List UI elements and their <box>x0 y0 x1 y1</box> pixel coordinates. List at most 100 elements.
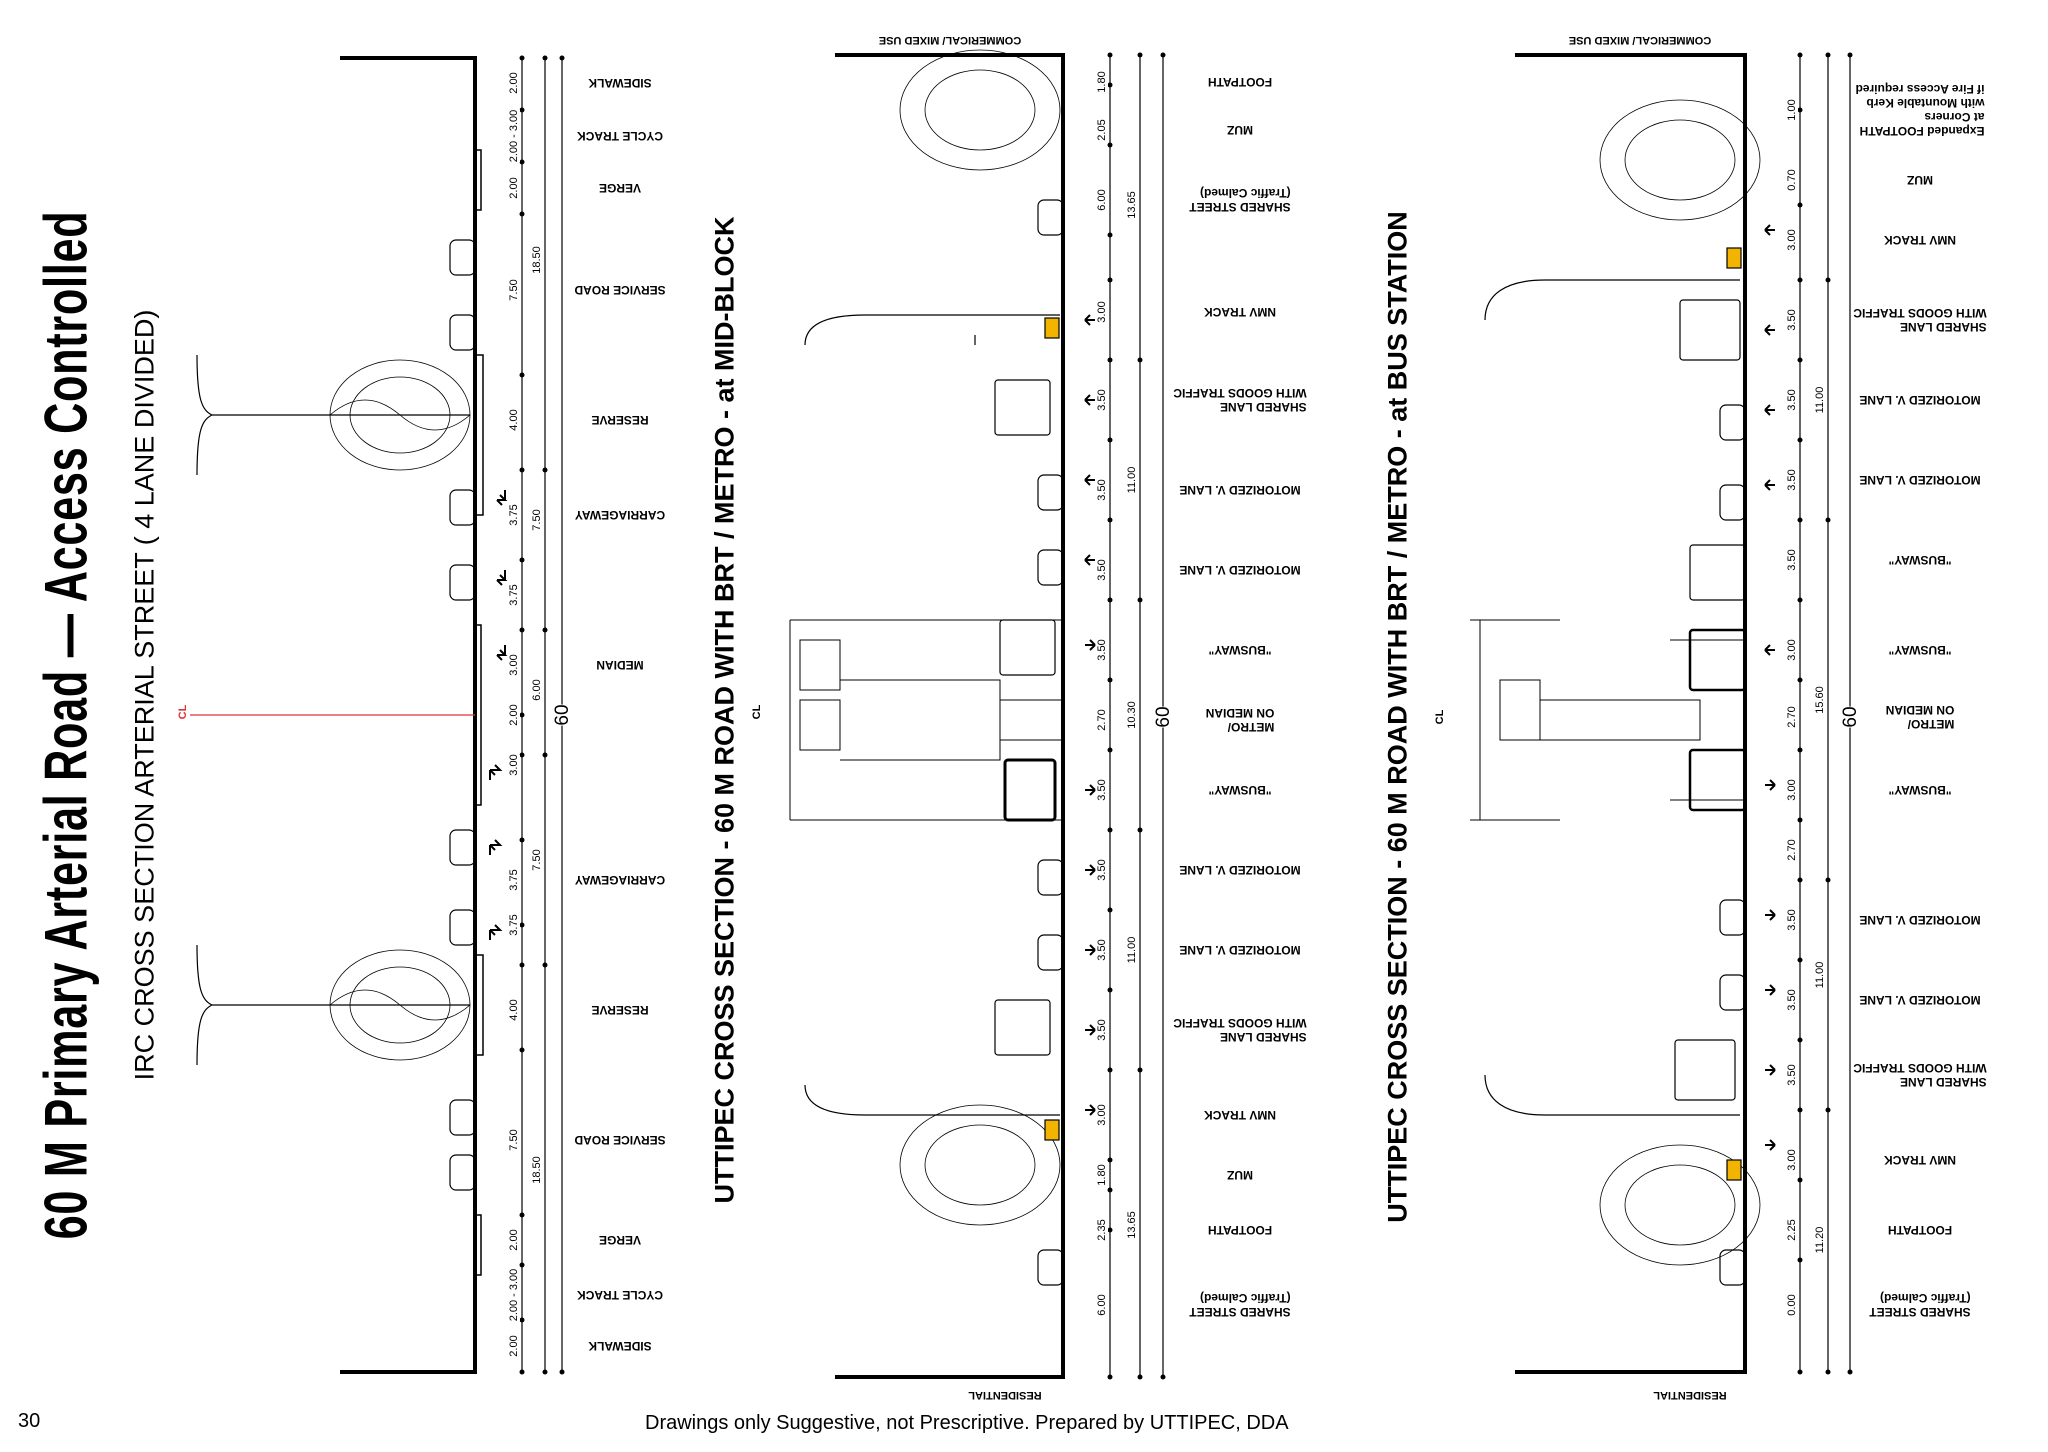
section1-zone-label: CYCLE TRACK <box>577 1288 663 1302</box>
section2-zone-width: 2.35 <box>1096 1219 1108 1241</box>
section3-top-edge-label: COMMERICAL/ MIXED USE <box>1568 34 1712 46</box>
section3-subtotal: 11.20 <box>1814 1226 1826 1254</box>
section2-zone-width: 6.00 <box>1096 189 1108 211</box>
section2-zone-label: SHARED STREET (Traffic Calmed) <box>1189 186 1291 214</box>
section1-subtotal: 7.50 <box>531 849 543 871</box>
section2-zone-label: "BUSWAY" <box>1208 643 1272 657</box>
section2-zone-width: 3.50 <box>1096 389 1108 411</box>
section1-subtotal: 7.50 <box>531 509 543 531</box>
section3-tree <box>1599 99 1761 221</box>
section3-zone-width: 3.50 <box>1786 309 1798 331</box>
section2-subtotal: 10.30 <box>1126 701 1138 729</box>
section1-zone-label: MEDIAN <box>596 658 644 672</box>
section1-zone-width: 2.00 <box>508 1335 520 1357</box>
section3-street-light <box>1484 1074 1740 1116</box>
section1-zone-label: CARRIAGEWAY <box>574 873 666 887</box>
section2-zone-width: 3.50 <box>1096 779 1108 801</box>
section3-zone-label: MOTORIZED V. LANE <box>1859 393 1981 407</box>
section2-zone-width: 3.50 <box>1096 559 1108 581</box>
section2-zone-label: SHARED LANE WITH GOODS TRAFFIC <box>1173 1016 1307 1044</box>
section2-subtotal: 13.65 <box>1126 1211 1138 1239</box>
section3-zone-width: 3.00 <box>1786 1149 1798 1171</box>
section1-title: IRC CROSS SECTION ARTERIAL STREET ( 4 LA… <box>129 309 160 1081</box>
section3-title: UTTIPEC CROSS SECTION - 60 M ROAD WITH B… <box>1382 211 1413 1223</box>
section3-subtotal: 11.00 <box>1814 386 1826 414</box>
section3-zone-label: METRO/ ON MEDIAN <box>1885 703 1955 731</box>
section3-street-light <box>1484 279 1740 321</box>
section2-zone-label: MOTORIZED V. LANE <box>1179 483 1301 497</box>
section2-top-edge-label: COMMERICAL/ MIXED USE <box>878 34 1022 46</box>
section3-dim-ticks <box>1797 52 1853 1375</box>
section3-zone-label: SHARED LANE WITH GOODS TRAFFIC <box>1853 1061 1987 1089</box>
section3-tree <box>1599 1144 1761 1266</box>
section2-zone-width: 1.80 <box>1096 71 1108 93</box>
section2-subtotal: 13.65 <box>1126 191 1138 219</box>
section2-zone-label: MOTORIZED V. LANE <box>1179 563 1301 577</box>
section1-zone-label: SERVICE ROAD <box>574 283 666 297</box>
section2-zone-width: 2.70 <box>1096 709 1108 731</box>
section2-zone-label: FOOTPATH <box>1207 75 1273 89</box>
section2-zone-width: 3.50 <box>1096 479 1108 501</box>
section2-subtotal: 11.00 <box>1126 466 1138 494</box>
section3-zone-width: 1.00 <box>1786 99 1798 121</box>
section1-lane-arrows <box>489 490 508 940</box>
section2-vehicles <box>994 199 1064 1286</box>
section2-metro-structure <box>789 619 1063 821</box>
section3-cl-label: CL <box>1434 709 1446 725</box>
section3-total: 60 <box>1840 706 1862 728</box>
section3-zone-label: "BUSWAY" <box>1888 553 1952 567</box>
section3-zone-width: 3.00 <box>1786 779 1798 801</box>
section3-zone-label: "BUSWAY" <box>1888 783 1952 797</box>
section3-zone-label: MOTORIZED V. LANE <box>1859 473 1981 487</box>
section1-zone-width: 3.75 <box>508 504 520 526</box>
section1-zone-width: 3.75 <box>508 584 520 606</box>
section3-zone-label: MOTORIZED V. LANE <box>1859 993 1981 1007</box>
section2-ground-profile <box>835 53 1065 1379</box>
section2-zone-label: MUZ <box>1227 123 1253 137</box>
section1-zone-label: SIDEWALK <box>588 1339 652 1353</box>
section1-zone-label: CARRIAGEWAY <box>574 508 666 522</box>
section1-street-light <box>196 944 470 1066</box>
section3-zone-width: 3.50 <box>1786 549 1798 571</box>
section3-subtotal: 11.00 <box>1814 961 1826 989</box>
section3-zone-label: Expanded FOOTPATH at Corners with Mounta… <box>1855 82 1985 138</box>
section1-zone-width: 2.00 <box>508 177 520 199</box>
section1-zone-label: VERGE <box>598 1233 642 1247</box>
section1-zone-label: SERVICE ROAD <box>574 1133 666 1147</box>
section3-zone-width: 3.50 <box>1786 389 1798 411</box>
section2-street-light <box>804 314 1060 346</box>
section3-zone-label: MOTORIZED V. LANE <box>1859 913 1981 927</box>
section1-zone-width: 2.00 - 3.00 <box>508 1268 520 1322</box>
section1-tree <box>329 359 471 471</box>
section2-zone-width: 1.80 <box>1096 1164 1108 1186</box>
section3-bottom-edge-label: RESIDENTIAL <box>1653 1389 1727 1401</box>
section3-zone-width: 0.00 <box>1786 1294 1798 1316</box>
section1-zone-width: 2.00 <box>508 1229 520 1251</box>
section3-zone-label: FOOTPATH <box>1887 1223 1953 1237</box>
section1-zone-width: 2.00 <box>508 72 520 94</box>
section1-vehicles <box>449 239 476 1191</box>
section2-zone-width: 3.50 <box>1096 939 1108 961</box>
section1-zone-label: CYCLE TRACK <box>577 129 663 143</box>
section3-zone-label: NMV TRACK <box>1884 233 1956 247</box>
section2-zone-width: 3.00 <box>1096 1104 1108 1126</box>
section3-metro-structure <box>1470 619 1745 821</box>
section2-tree <box>899 49 1061 171</box>
section1-zone-width: 3.75 <box>508 869 520 891</box>
section1-dim-ticks <box>519 55 565 1375</box>
section2-subtotal: 11.00 <box>1126 936 1138 964</box>
section2-zone-width: 3.50 <box>1096 1019 1108 1041</box>
section2-tree <box>899 1104 1061 1226</box>
section2-cl-label: CL <box>751 704 763 720</box>
section3-ground-profile <box>1515 53 1747 1374</box>
section1-zone-width: 3.00 <box>508 754 520 776</box>
section3-zone-label: SHARED STREET (Traffic Calmed) <box>1869 1291 1971 1319</box>
page-number: 30 <box>18 1410 41 1432</box>
section1-zone-label: VERGE <box>598 181 642 195</box>
section2-street-light <box>804 1084 1060 1116</box>
section3-zone-label: SHARED LANE WITH GOODS TRAFFIC <box>1853 306 1987 334</box>
section1-subtotal: 6.00 <box>531 679 543 701</box>
section3-zone-width: 3.50 <box>1786 1064 1798 1086</box>
section3-zone-label: MUZ <box>1907 173 1933 187</box>
